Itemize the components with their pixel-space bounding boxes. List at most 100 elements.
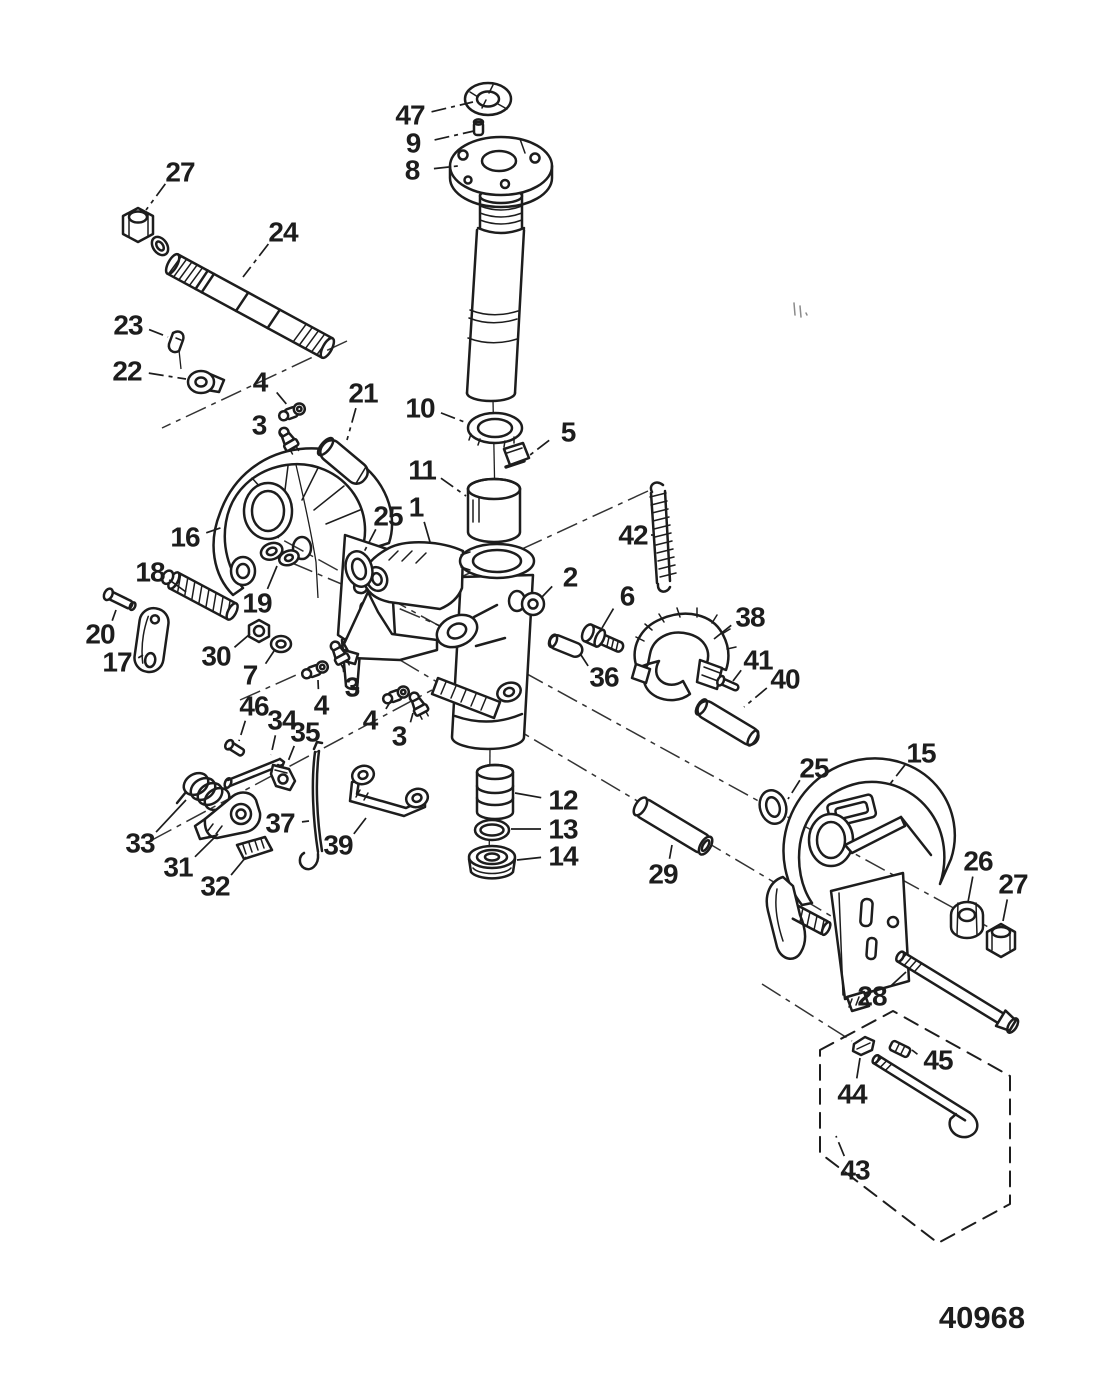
part-38-clamp-hook bbox=[630, 607, 737, 702]
leader-line-5 bbox=[529, 439, 550, 456]
leader-line-34 bbox=[270, 735, 277, 756]
leader-line-20 bbox=[111, 609, 117, 621]
leader-line-28 bbox=[889, 971, 907, 988]
part-21-clamp-pin bbox=[316, 436, 369, 485]
part-25-washer-port bbox=[344, 550, 374, 588]
leader-line-30 bbox=[233, 633, 251, 648]
callout-18: 18 bbox=[135, 557, 165, 588]
part-14-seal-cap bbox=[467, 844, 517, 880]
callout-1: 1 bbox=[409, 492, 424, 523]
leader-line-22 bbox=[148, 372, 187, 380]
callout-4: 4 bbox=[314, 690, 330, 721]
callout-34: 34 bbox=[267, 705, 298, 736]
part-43-kit-outline bbox=[819, 1010, 1011, 1244]
part-43-hook-rod bbox=[871, 1053, 979, 1139]
part-32-serrated-wedge bbox=[235, 835, 274, 861]
callout-30: 30 bbox=[201, 641, 231, 672]
part-15-transom-bracket-starboard bbox=[765, 757, 957, 1013]
part-36-pin bbox=[547, 633, 584, 658]
part-18-clamp-spring bbox=[160, 569, 239, 621]
part-27-nut-starboard bbox=[985, 922, 1017, 959]
part-9-pin bbox=[472, 118, 485, 137]
leader-line-14 bbox=[516, 856, 542, 861]
leader-line-1 bbox=[423, 521, 431, 543]
callout-22: 22 bbox=[112, 356, 142, 387]
callout-14: 14 bbox=[548, 841, 579, 872]
callout-46: 46 bbox=[239, 691, 269, 722]
leader-line-40 bbox=[743, 687, 768, 708]
callout-2: 2 bbox=[563, 562, 578, 593]
part-42-spring bbox=[649, 481, 677, 593]
part-4-adapter-fitting bbox=[298, 658, 331, 682]
leader-line-29 bbox=[668, 844, 673, 859]
callout-25: 25 bbox=[799, 753, 829, 784]
leader-line-46 bbox=[238, 720, 247, 742]
leader-line-3 bbox=[278, 431, 284, 437]
part-13-oring bbox=[473, 818, 511, 842]
callout-3: 3 bbox=[252, 410, 267, 441]
leader-line-11 bbox=[440, 477, 467, 497]
callout-29: 29 bbox=[648, 859, 678, 890]
leader-line-35 bbox=[286, 745, 296, 765]
callout-20: 20 bbox=[85, 619, 115, 650]
leader-line-47 bbox=[431, 101, 474, 113]
callout-43: 43 bbox=[840, 1155, 870, 1186]
part-19-washers bbox=[259, 541, 300, 567]
part-4-adapter-fitting bbox=[379, 683, 412, 707]
part-25-washer-starboard bbox=[758, 789, 788, 825]
leader-line-7 bbox=[264, 650, 275, 665]
leader-line-25 bbox=[787, 779, 801, 800]
leader-line-41 bbox=[732, 669, 742, 682]
callout-23: 23 bbox=[113, 310, 143, 341]
callout-16: 16 bbox=[170, 522, 200, 553]
leader-line-36 bbox=[580, 654, 589, 667]
leader-line-8 bbox=[433, 165, 459, 170]
leader-line-21 bbox=[346, 407, 357, 441]
part-31-latch-lever bbox=[193, 791, 262, 841]
callout-21: 21 bbox=[348, 378, 378, 409]
leader-line-31 bbox=[194, 833, 219, 858]
callout-38: 38 bbox=[735, 602, 765, 633]
callout-5: 5 bbox=[561, 417, 576, 448]
parts-drawings bbox=[102, 81, 1020, 1244]
part-24-tilt-pin bbox=[164, 252, 336, 360]
leader-line-27 bbox=[145, 183, 167, 211]
part-40-pin bbox=[694, 698, 760, 747]
callout-40: 40 bbox=[770, 664, 800, 695]
callout-11: 11 bbox=[408, 455, 436, 486]
leader-line-2 bbox=[540, 585, 553, 599]
callout-45: 45 bbox=[923, 1045, 953, 1076]
callout-44: 44 bbox=[837, 1079, 868, 1110]
part-11-bushing bbox=[466, 477, 522, 544]
callout-27: 27 bbox=[165, 157, 195, 188]
part-30-nut bbox=[247, 618, 271, 644]
callout-13: 13 bbox=[548, 814, 578, 845]
leader-line-45 bbox=[911, 1049, 918, 1055]
callout-25: 25 bbox=[373, 501, 403, 532]
part-22-fitting bbox=[186, 369, 226, 395]
callout-4: 4 bbox=[253, 367, 269, 398]
leader-line-19 bbox=[266, 565, 278, 590]
part-12-bushing-stack bbox=[475, 763, 515, 821]
part-41-screw bbox=[716, 674, 740, 692]
part-2-nut bbox=[520, 591, 546, 617]
callout-32: 32 bbox=[200, 871, 230, 902]
leader-line-43 bbox=[835, 1135, 846, 1157]
leader-line-23 bbox=[148, 328, 169, 338]
part-39-bracket bbox=[348, 764, 430, 818]
leader-line-3 bbox=[342, 664, 345, 673]
part-10-seal-ring bbox=[466, 411, 524, 448]
callout-12: 12 bbox=[548, 785, 578, 816]
part-27-nut-port bbox=[121, 206, 170, 257]
callout-9: 9 bbox=[406, 128, 421, 159]
leader-line-3 bbox=[409, 712, 414, 723]
callout-28: 28 bbox=[857, 981, 887, 1012]
part-46-screw bbox=[223, 738, 246, 757]
leader-line-39 bbox=[353, 817, 367, 835]
leader-line-9 bbox=[434, 130, 475, 141]
leader-line-32 bbox=[230, 856, 247, 876]
part-29-spacer-tube bbox=[632, 796, 714, 856]
callout-3: 3 bbox=[392, 721, 407, 752]
scan-artifact-mark bbox=[793, 302, 808, 318]
